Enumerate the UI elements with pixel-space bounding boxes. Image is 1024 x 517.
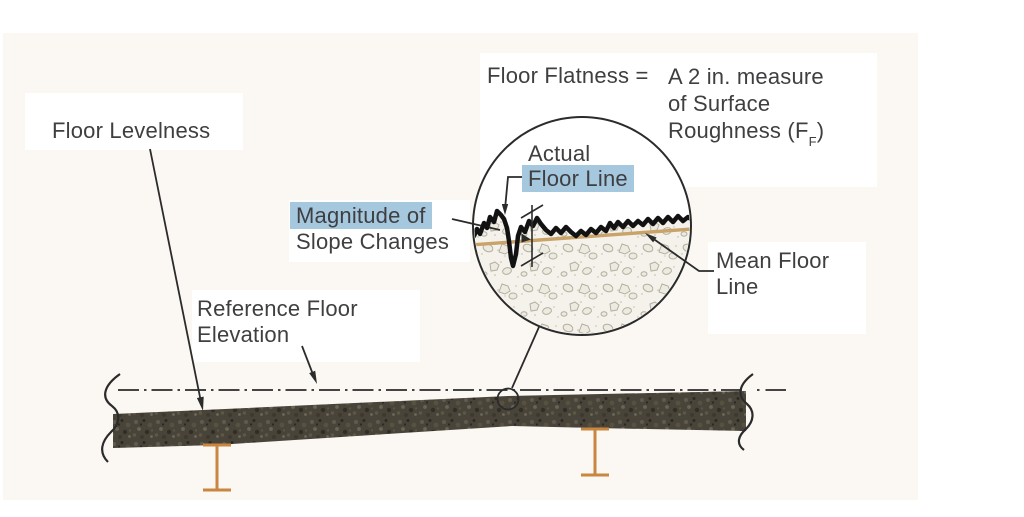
detail-zoom-circle-outline — [472, 116, 692, 336]
floor-flatness-rhs-line2: of Surface — [668, 91, 771, 116]
leader-mean-floor-line — [645, 233, 714, 272]
roughness-prefix: Roughness (F — [668, 118, 809, 143]
roughness-suffix: ) — [816, 118, 825, 143]
magnitude-line1-highlighted: Magnitude of — [290, 202, 432, 229]
leader-reference-floor-elevation — [301, 345, 317, 384]
floor-levelness-text: Floor Levelness — [52, 118, 211, 143]
leader-actual-floor-line — [501, 176, 527, 215]
actual-line2-highlighted: Floor Line — [522, 165, 634, 192]
label-reference-floor-elevation: Reference Floor Elevation — [197, 296, 358, 348]
floor-flatness-rhs-line3: Roughness (FF) — [668, 117, 825, 148]
actual-floor-line — [474, 208, 690, 269]
label-mean-floor-line: Mean Floor Line — [716, 248, 829, 300]
magnifier-leader-line — [511, 326, 540, 389]
concrete-slab — [113, 391, 746, 448]
label-floor-flatness-lhs: Floor Flatness = — [487, 63, 649, 89]
label-actual-floor-line: Actual Floor Line — [522, 141, 634, 192]
actual-line1: Actual — [528, 141, 591, 166]
break-mark-right — [737, 373, 754, 451]
i-beam-left — [203, 443, 231, 492]
i-beam-right — [581, 427, 609, 477]
label-backdrop — [192, 290, 420, 362]
magnitude-line2: Slope Changes — [296, 229, 450, 254]
small-detail-circle — [496, 387, 520, 411]
floor-flatness-rhs-line1: A 2 in. measure — [668, 64, 824, 89]
break-mark-left — [101, 373, 121, 463]
mean-line1: Mean Floor — [716, 248, 830, 273]
label-backdrop — [25, 93, 243, 150]
reference-line1: Reference Floor — [197, 296, 358, 321]
concrete-texture-region — [474, 211, 690, 334]
mean-line2: Line — [716, 274, 759, 299]
ff-subscript: F — [808, 134, 817, 150]
slope-dimension-marks — [520, 204, 544, 267]
label-magnitude-slope-changes: Magnitude of Slope Changes — [290, 202, 450, 255]
leader-floor-levelness — [149, 148, 204, 411]
leader-magnitude — [451, 218, 501, 231]
label-floor-flatness-rhs: A 2 in. measure of Surface Roughness (FF… — [668, 63, 825, 148]
label-floor-levelness: Floor Levelness — [52, 118, 210, 144]
floor-flatness-lhs-text: Floor Flatness = — [487, 63, 649, 88]
reference-line2: Elevation — [197, 322, 290, 347]
label-backdrop — [708, 242, 866, 334]
